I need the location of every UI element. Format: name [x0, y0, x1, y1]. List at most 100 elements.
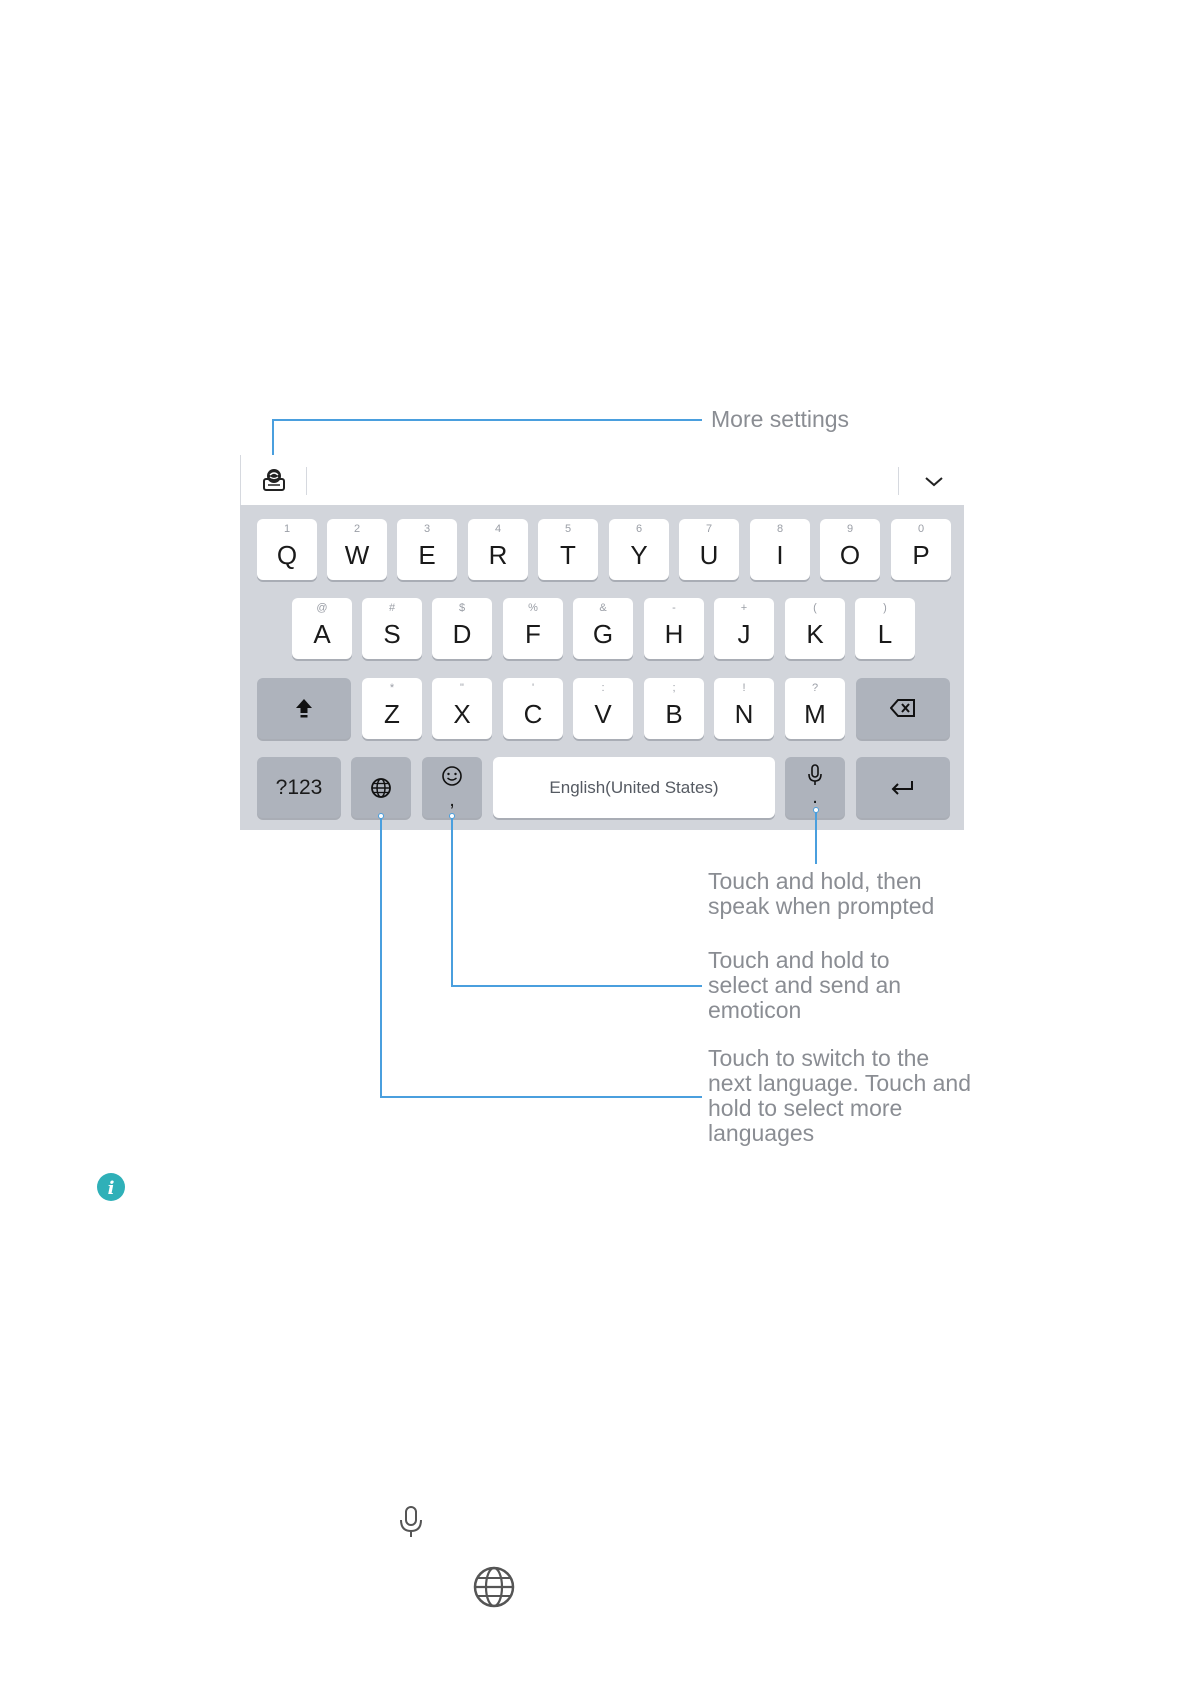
key-label: W — [344, 540, 370, 570]
language-callout: Touch to switch to the next language. To… — [708, 1045, 972, 1146]
key-f[interactable]: %F — [503, 598, 563, 659]
key-n[interactable]: !N — [714, 678, 774, 739]
toolbar-divider-left — [306, 467, 307, 495]
shift-key[interactable] — [257, 678, 351, 739]
globe-icon — [473, 1566, 515, 1608]
key-hint: ? — [811, 682, 819, 694]
key-hint: 1 — [283, 523, 291, 535]
emoticon-leader-h — [451, 985, 702, 987]
key-k[interactable]: (K — [785, 598, 845, 659]
key-hint: * — [389, 682, 395, 694]
key-label: J — [737, 619, 751, 649]
key-hint: 6 — [635, 523, 643, 535]
key-label: S — [383, 619, 401, 649]
voice-key-period: . — [812, 786, 818, 808]
key-c[interactable]: 'C — [503, 678, 563, 739]
svg-text:i: i — [108, 1178, 115, 1199]
key-x[interactable]: "X — [432, 678, 492, 739]
key-hint: 2 — [353, 523, 361, 535]
key-label: T — [560, 540, 576, 570]
key-label: M — [804, 699, 826, 729]
key-b[interactable]: ;B — [644, 678, 704, 739]
toolbar-divider-right — [898, 467, 899, 495]
symbols-key[interactable]: ?123 — [257, 757, 341, 818]
info-icon: i — [97, 1173, 125, 1201]
key-hint: 3 — [423, 523, 431, 535]
key-label: D — [452, 619, 472, 649]
key-label: Z — [384, 699, 400, 729]
key-hint: : — [601, 682, 605, 694]
key-l[interactable]: )L — [855, 598, 915, 659]
key-label: K — [806, 619, 824, 649]
key-z[interactable]: *Z — [362, 678, 422, 739]
key-hint: + — [740, 602, 748, 614]
key-label: N — [734, 699, 754, 729]
language-switch-key[interactable] — [351, 757, 411, 818]
key-label: P — [912, 540, 930, 570]
key-hint: 8 — [776, 523, 784, 535]
key-hint: - — [672, 602, 676, 614]
key-label: Q — [276, 540, 298, 570]
key-hint: ( — [813, 602, 817, 614]
emoticon-callout: Touch and hold to select and send an emo… — [708, 947, 902, 1023]
key-hint: 0 — [917, 523, 925, 535]
emoji-key-comma: , — [449, 789, 455, 811]
key-label: I — [776, 540, 784, 570]
key-label: U — [699, 540, 719, 570]
key-d[interactable]: $D — [432, 598, 492, 659]
key-hint: ' — [531, 682, 535, 694]
space-key-label: English(United States) — [549, 778, 719, 797]
key-label: G — [592, 619, 614, 649]
key-hint: ) — [883, 602, 887, 614]
key-hint: 4 — [494, 523, 502, 535]
key-j[interactable]: +J — [714, 598, 774, 659]
key-hint: $ — [458, 602, 466, 614]
keyboard-settings-icon[interactable] — [261, 467, 287, 493]
key-label: F — [525, 619, 541, 649]
space-key[interactable]: English(United States) — [493, 757, 775, 818]
more-settings-label: More settings — [711, 406, 850, 432]
globe-icon — [351, 777, 411, 804]
key-hint: 9 — [846, 523, 854, 535]
key-hint: ! — [742, 682, 746, 694]
key-label: Y — [630, 540, 648, 570]
key-label: B — [665, 699, 683, 729]
key-h[interactable]: -H — [644, 598, 704, 659]
language-leader-dot — [378, 813, 384, 819]
enter-key[interactable] — [856, 757, 950, 818]
language-leader-v — [380, 816, 382, 1098]
key-label: A — [313, 619, 331, 649]
microphone-icon — [398, 1505, 424, 1539]
key-hint: # — [388, 602, 396, 614]
key-hint: ; — [672, 682, 676, 694]
voice-callout: Touch and hold, then speak when prompted — [708, 868, 935, 919]
key-hint: @ — [316, 602, 328, 614]
key-a[interactable]: @A — [292, 598, 352, 659]
key-label: O — [839, 540, 861, 570]
language-leader-h — [380, 1096, 702, 1098]
key-label: V — [594, 699, 612, 729]
symbols-key-label: ?123 — [275, 776, 323, 799]
key-v[interactable]: :V — [573, 678, 633, 739]
key-m[interactable]: ?M — [785, 678, 845, 739]
voice-leader-v — [815, 810, 817, 864]
shift-icon — [257, 697, 351, 724]
chevron-down-icon[interactable] — [922, 472, 946, 492]
backspace-key[interactable] — [856, 678, 950, 739]
microphone-icon — [785, 763, 845, 792]
key-s[interactable]: #S — [362, 598, 422, 659]
emoji-key[interactable]: , — [422, 757, 482, 818]
key-hint: % — [528, 602, 538, 614]
enter-icon — [856, 779, 950, 800]
key-g[interactable]: &G — [573, 598, 633, 659]
